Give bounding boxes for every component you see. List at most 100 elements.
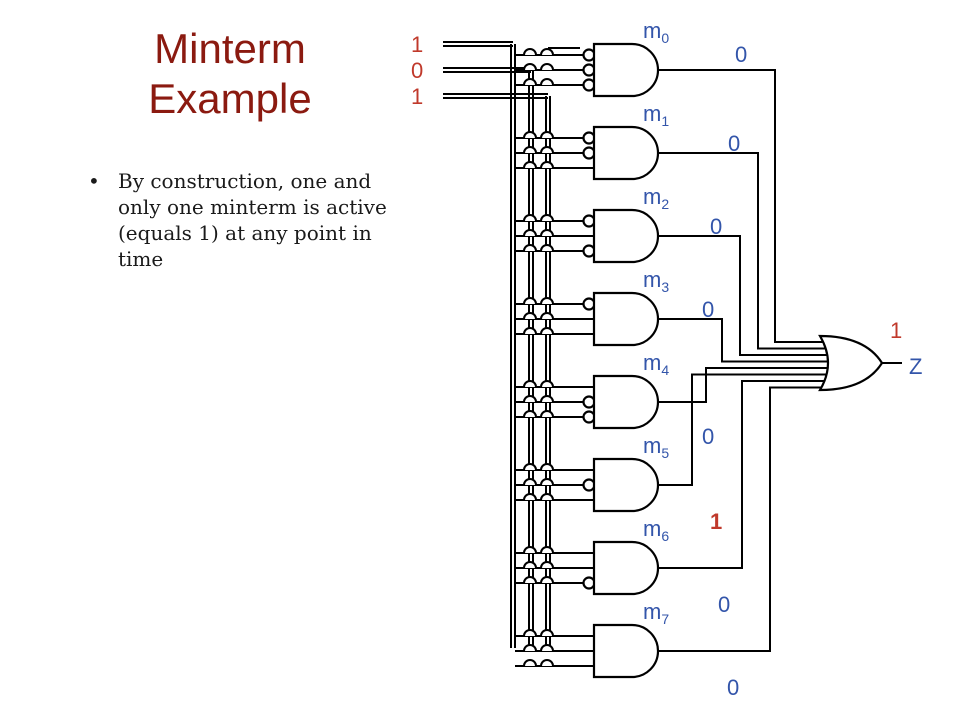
wire-crossing (523, 161, 537, 169)
wire-crossing (523, 463, 537, 471)
inverter-bubble (582, 78, 596, 92)
and-gate-5 (592, 457, 660, 513)
slide-title: Minterm Example (120, 24, 340, 124)
wire-crossing (540, 214, 554, 222)
minterm-value-1: 0 (728, 131, 740, 156)
wire-crossing (540, 478, 554, 486)
and-gate-0 (592, 42, 660, 98)
wire-crossing (523, 659, 537, 667)
wire-crossing (523, 244, 537, 252)
minterm-value-7: 0 (727, 675, 739, 700)
wire-crossing (540, 327, 554, 335)
wire-crossing (540, 78, 554, 86)
inverter-bubble (582, 63, 596, 77)
minterm-output-wire (658, 367, 828, 403)
wire-crossing (540, 629, 554, 637)
wire-crossing (540, 546, 554, 554)
minterm-label-4: m4 (643, 350, 669, 378)
wire-crossing (523, 395, 537, 403)
minterm-value-4: 0 (702, 424, 714, 449)
wire-crossing (523, 131, 537, 139)
inverter-bubble (582, 576, 596, 590)
wire-crossing (540, 146, 554, 154)
title-line-1: Minterm (154, 25, 306, 72)
wire-crossing (523, 644, 537, 652)
wire-crossing (540, 561, 554, 569)
minterm-output-wire (658, 235, 828, 356)
title-line-2: Example (148, 75, 312, 122)
minterm-label-1: m1 (643, 101, 669, 129)
wire-crossing (523, 493, 537, 501)
or-gate (818, 334, 884, 392)
wire-crossing (540, 312, 554, 320)
inverter-bubble (582, 244, 596, 258)
wire-crossing (540, 244, 554, 252)
wire-crossing (523, 63, 537, 71)
wire-crossing (540, 380, 554, 388)
wire-crossing (523, 561, 537, 569)
minterm-output-wire (658, 373, 828, 486)
wire-crossing (540, 131, 554, 139)
minterm-value-0: 0 (735, 42, 747, 67)
minterm-output-wire (658, 386, 828, 652)
wire-crossing (540, 63, 554, 71)
minterm-label-0: m0 (643, 18, 669, 46)
wire-crossing (540, 576, 554, 584)
minterm-output-wire (658, 318, 828, 363)
wire-crossing (523, 214, 537, 222)
wire-crossing (540, 644, 554, 652)
output-value: 1 (890, 318, 902, 343)
minterm-value-3: 0 (702, 297, 714, 322)
bullet-list: By construction, one and only one minter… (88, 168, 388, 272)
wire-crossing (540, 410, 554, 418)
wire-crossing (523, 478, 537, 486)
wire-crossing (540, 395, 554, 403)
minterm-label-2: m2 (643, 184, 669, 212)
wire-crossing (540, 463, 554, 471)
wire-crossing (523, 546, 537, 554)
minterm-value-2: 0 (710, 214, 722, 239)
wire-crossing (523, 629, 537, 637)
bullet-item: By construction, one and only one minter… (88, 168, 388, 272)
inverter-bubble (582, 410, 596, 424)
minterm-output-wire (658, 380, 828, 569)
input-value-1: 0 (411, 58, 423, 83)
wire-crossing (523, 146, 537, 154)
minterm-value-5: 1 (710, 509, 722, 534)
inverter-bubble (582, 478, 596, 492)
and-gate-3 (592, 291, 660, 347)
wire-crossing (523, 229, 537, 237)
input-value-0: 1 (411, 32, 423, 57)
inverter-bubble (582, 48, 596, 62)
minterm-label-7: m7 (643, 599, 669, 627)
wire-crossing (540, 297, 554, 305)
minterm-value-6: 0 (718, 592, 730, 617)
wire-crossing (523, 312, 537, 320)
wire-crossing (540, 161, 554, 169)
and-gate-4 (592, 374, 660, 430)
wire-crossing (523, 48, 537, 56)
inverter-bubble (582, 395, 596, 409)
wire-crossing (523, 297, 537, 305)
inverter-bubble (582, 131, 596, 145)
minterm-output-wire (658, 152, 828, 350)
wire-crossing (540, 659, 554, 667)
wire-crossing (523, 78, 537, 86)
inverter-bubble (582, 297, 596, 311)
minterm-output-wire (658, 69, 828, 343)
wire-crossing (540, 48, 554, 56)
output-label: Z (909, 354, 922, 379)
wire-crossing (523, 327, 537, 335)
wire-crossing (540, 493, 554, 501)
wire-crossing (523, 576, 537, 584)
inverter-bubble (582, 214, 596, 228)
minterm-label-3: m3 (643, 267, 669, 295)
wire-crossing (540, 229, 554, 237)
and-gate-2 (592, 208, 660, 264)
inverter-bubble (582, 146, 596, 160)
and-gate-7 (592, 623, 660, 679)
and-gate-1 (592, 125, 660, 181)
wire-crossing (523, 410, 537, 418)
minterm-label-6: m6 (643, 516, 669, 544)
